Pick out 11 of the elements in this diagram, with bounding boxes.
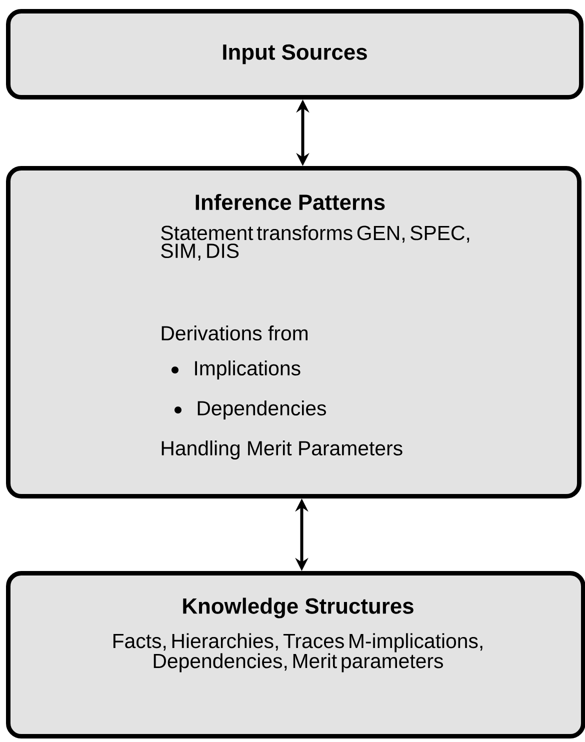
body-text: Statement transforms GEN, SPEC, SIM, DIS [161, 225, 470, 260]
heading: Knowledge Structures [183, 598, 414, 618]
list-item: Dependencies [198, 400, 326, 420]
body-text: Facts, Hierarchies, Traces M-implications, Dependencies, Merit parameters [113, 633, 482, 672]
process-box [6, 166, 582, 498]
process-box: Input Sources [6, 9, 584, 100]
heading: Inference Patterns [196, 194, 385, 210]
body-text: Handling Merit Parameters [162, 440, 402, 460]
body-text: Derivations from [162, 326, 308, 340]
list-item: Implications [195, 360, 300, 380]
process-box [6, 571, 585, 738]
